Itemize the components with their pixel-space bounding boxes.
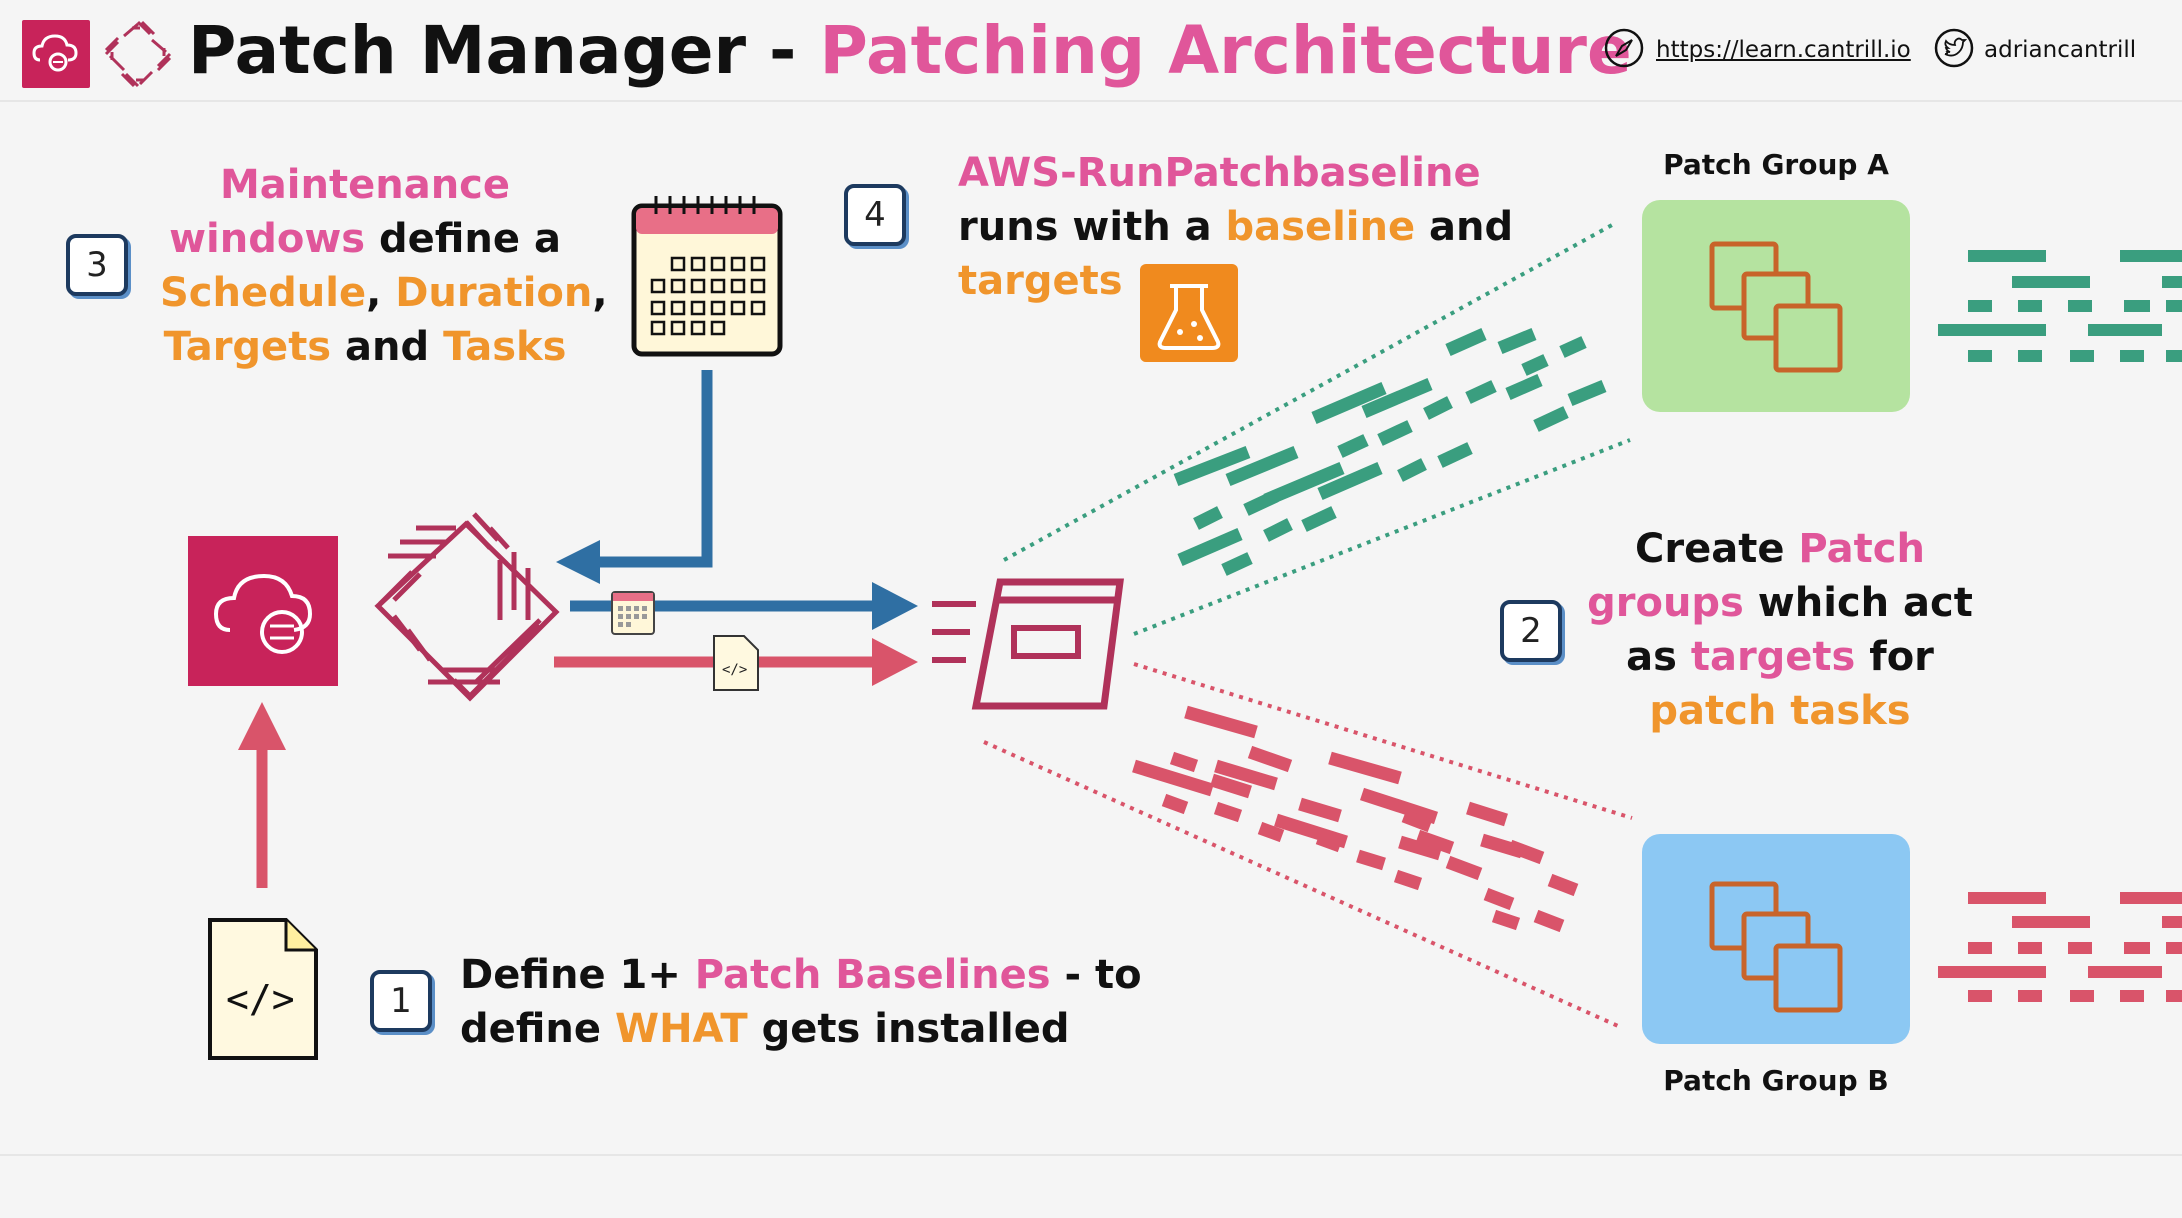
step4-line1: AWS-RunPatchbaseline bbox=[958, 150, 1481, 196]
step1-description: Define 1+ Patch Baselines - to define WH… bbox=[460, 948, 1142, 1056]
step2-targets: targets bbox=[1690, 634, 1856, 680]
title-accent: Patching Architecture bbox=[819, 12, 1632, 89]
code-document-icon: </> bbox=[208, 918, 318, 1060]
ec2-instances-icon-a bbox=[1709, 241, 1843, 373]
step2-line2-b: which act bbox=[1743, 580, 1973, 626]
calendar-icon bbox=[631, 196, 783, 357]
step2-description: Create Patch groups which act as targets… bbox=[1580, 522, 1980, 738]
title-main: Patch Manager bbox=[188, 12, 747, 89]
red-dotted-line-top bbox=[1133, 662, 1633, 820]
step1-patch-baselines: Patch Baselines bbox=[694, 952, 1051, 998]
step3-targets: Targets bbox=[163, 324, 332, 370]
patch-group-a bbox=[1642, 200, 1910, 412]
run-command-window-icon bbox=[932, 578, 1124, 710]
compass-icon bbox=[1604, 28, 1644, 68]
step3-line2-pink: windows bbox=[169, 216, 366, 262]
small-document-icon: </> bbox=[713, 635, 759, 691]
step4-targets: targets bbox=[958, 258, 1123, 304]
step-badge-1: 1 bbox=[370, 970, 432, 1032]
step3-and: and bbox=[331, 324, 444, 370]
patch-group-b-label: Patch Group B bbox=[1663, 1064, 1889, 1097]
step2-patch: Patch bbox=[1798, 526, 1925, 572]
course-link[interactable]: https://learn.cantrill.io bbox=[1656, 37, 1911, 63]
step3-tasks: Tasks bbox=[443, 324, 567, 370]
step3-schedule: Schedule bbox=[160, 270, 367, 316]
green-dotted-line-bottom bbox=[1133, 438, 1631, 636]
step2-patch-tasks: patch tasks bbox=[1649, 688, 1911, 734]
patch-manager-header-icon bbox=[102, 18, 174, 90]
step4-line2-a: runs with a bbox=[958, 204, 1226, 250]
systems-manager-logo-icon bbox=[22, 20, 90, 88]
systems-manager-icon bbox=[188, 536, 338, 686]
small-calendar-icon bbox=[611, 591, 655, 635]
step3-sep2: , bbox=[592, 270, 608, 316]
svg-text:</>: </> bbox=[226, 977, 295, 1021]
step3-description: Maintenance windows define a Schedule, D… bbox=[160, 158, 608, 374]
step1-line1-c: - to bbox=[1050, 952, 1142, 998]
step1-line2-a: define bbox=[460, 1006, 615, 1052]
step1-line2-c: gets installed bbox=[747, 1006, 1070, 1052]
green-dashes-right bbox=[1938, 250, 2182, 362]
step-badge-3: 3 bbox=[66, 234, 128, 296]
step4-line2-c: and bbox=[1415, 204, 1514, 250]
step2-line3-a: as bbox=[1626, 634, 1691, 680]
patch-manager-icon bbox=[374, 512, 560, 702]
step2-groups: groups bbox=[1587, 580, 1744, 626]
step4-baseline: baseline bbox=[1225, 204, 1416, 250]
step2-line1-a: Create bbox=[1635, 526, 1799, 572]
step-badge-4: 4 bbox=[844, 184, 906, 246]
patch-group-a-label: Patch Group A bbox=[1663, 148, 1889, 181]
step1-what: WHAT bbox=[614, 1006, 748, 1052]
step-badge-2: 2 bbox=[1500, 600, 1562, 662]
page-title: Patch Manager - Patching Architecture bbox=[188, 6, 1632, 96]
svg-text:</>: </> bbox=[722, 662, 747, 678]
twitter-icon bbox=[1934, 28, 1974, 68]
ec2-instances-icon-b bbox=[1709, 881, 1843, 1013]
step3-sep1: , bbox=[366, 270, 396, 316]
step3-line2-rest: define a bbox=[365, 216, 561, 262]
red-dash-stream bbox=[1132, 705, 1579, 933]
blue-arrow-from-calendar bbox=[556, 370, 713, 584]
title-separator: - bbox=[746, 12, 820, 89]
step3-line1: Maintenance bbox=[219, 162, 511, 208]
patch-group-b bbox=[1642, 834, 1910, 1044]
step4-description: AWS-RunPatchbaseline runs with a baselin… bbox=[958, 146, 1513, 308]
step3-duration: Duration bbox=[395, 270, 593, 316]
flask-icon bbox=[1140, 264, 1238, 362]
step2-line3-c: for bbox=[1855, 634, 1934, 680]
header-bar: Patch Manager - Patching Architecture ht… bbox=[0, 0, 2182, 102]
twitter-handle: adriancantrill bbox=[1984, 37, 2137, 63]
step1-line1-a: Define 1+ bbox=[460, 952, 695, 998]
green-dash-stream bbox=[1173, 327, 1607, 576]
red-dashes-right bbox=[1938, 892, 2182, 1002]
footer-divider bbox=[0, 1154, 2182, 1156]
red-arrow-up bbox=[238, 702, 286, 888]
